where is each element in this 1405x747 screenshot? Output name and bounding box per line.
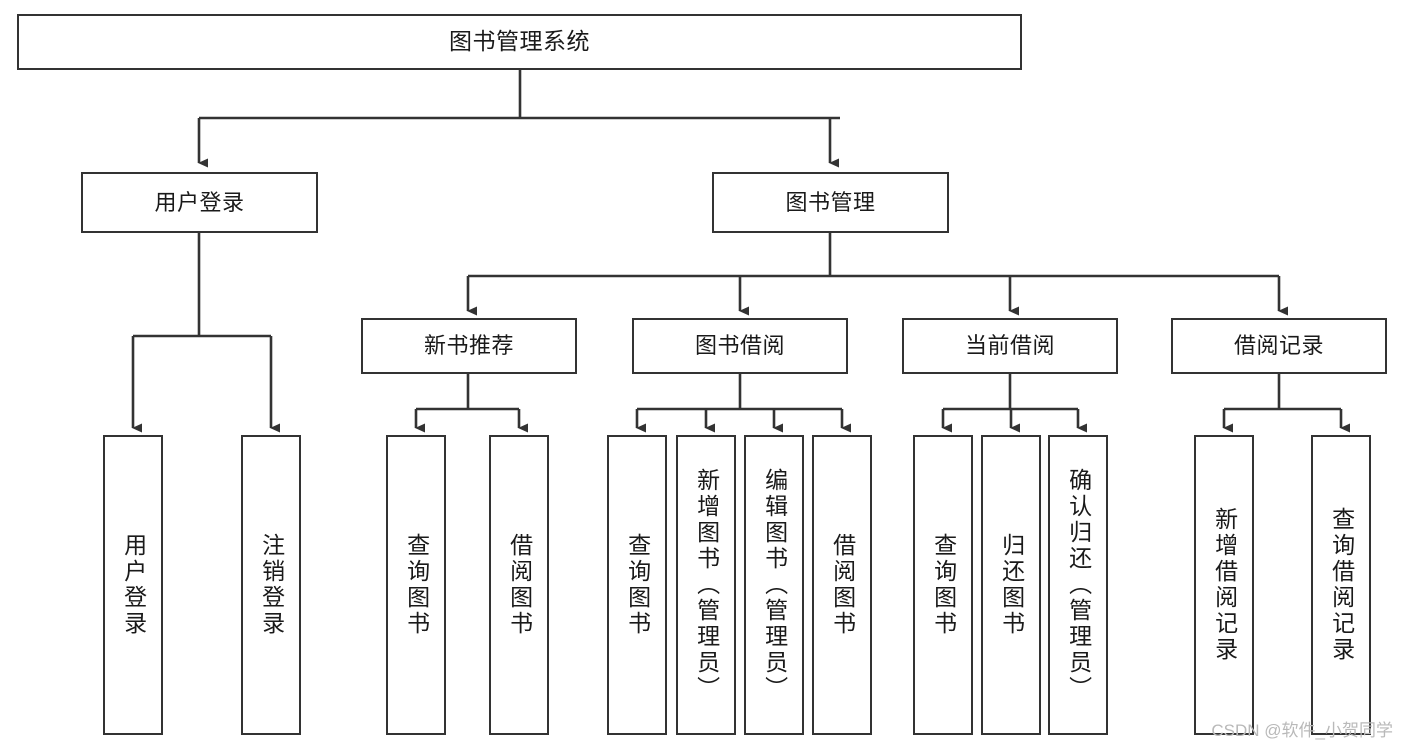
node-leaf-query-record[interactable]: 查询借阅记录 (1311, 435, 1371, 735)
node-leaf-query-book-2-label: 查询图书 (624, 533, 651, 637)
node-leaf-confirm-return-label: 确认归还（管理员） (1065, 468, 1092, 702)
node-book-manage[interactable]: 图书管理 (712, 172, 949, 233)
node-leaf-query-book-1[interactable]: 查询图书 (386, 435, 446, 735)
csdn-watermark: CSDN @软件_小贺同学 (1211, 721, 1393, 740)
node-leaf-user-login[interactable]: 用户登录 (103, 435, 163, 735)
node-leaf-confirm-return[interactable]: 确认归还（管理员） (1048, 435, 1108, 735)
node-leaf-add-book[interactable]: 新增图书（管理员） (676, 435, 736, 735)
node-new-book-rec[interactable]: 新书推荐 (361, 318, 577, 374)
node-leaf-query-book-3-label: 查询图书 (930, 533, 957, 637)
node-borrow-record[interactable]: 借阅记录 (1171, 318, 1387, 374)
node-user-login-label: 用户登录 (154, 189, 245, 215)
node-leaf-user-login-label: 用户登录 (120, 533, 147, 637)
node-leaf-query-book-3[interactable]: 查询图书 (913, 435, 973, 735)
node-leaf-query-record-label: 查询借阅记录 (1328, 507, 1355, 663)
node-leaf-logout-label: 注销登录 (258, 533, 285, 637)
node-leaf-borrow-book-1-label: 借阅图书 (506, 533, 533, 637)
node-leaf-edit-book-label: 编辑图书（管理员） (761, 468, 788, 702)
node-current-borrow[interactable]: 当前借阅 (902, 318, 1118, 374)
node-leaf-query-book-2[interactable]: 查询图书 (607, 435, 667, 735)
node-leaf-return-book[interactable]: 归还图书 (981, 435, 1041, 735)
node-leaf-add-record[interactable]: 新增借阅记录 (1194, 435, 1254, 735)
node-book-borrow[interactable]: 图书借阅 (632, 318, 848, 374)
node-leaf-edit-book[interactable]: 编辑图书（管理员） (744, 435, 804, 735)
node-current-borrow-label: 当前借阅 (964, 333, 1055, 359)
node-leaf-query-book-1-label: 查询图书 (403, 533, 430, 637)
node-new-book-rec-label: 新书推荐 (423, 333, 514, 359)
node-leaf-return-book-label: 归还图书 (998, 533, 1025, 637)
node-user-login[interactable]: 用户登录 (81, 172, 318, 233)
node-leaf-borrow-book-1[interactable]: 借阅图书 (489, 435, 549, 735)
node-leaf-borrow-book-2-label: 借阅图书 (829, 533, 856, 637)
node-leaf-logout[interactable]: 注销登录 (241, 435, 301, 735)
node-borrow-record-label: 借阅记录 (1233, 333, 1324, 359)
node-root-label: 图书管理系统 (449, 28, 590, 55)
node-book-borrow-label: 图书借阅 (694, 333, 785, 359)
node-leaf-borrow-book-2[interactable]: 借阅图书 (812, 435, 872, 735)
node-leaf-add-record-label: 新增借阅记录 (1211, 507, 1238, 663)
node-leaf-add-book-label: 新增图书（管理员） (693, 468, 720, 702)
node-root[interactable]: 图书管理系统 (17, 14, 1022, 70)
node-book-manage-label: 图书管理 (785, 189, 876, 215)
